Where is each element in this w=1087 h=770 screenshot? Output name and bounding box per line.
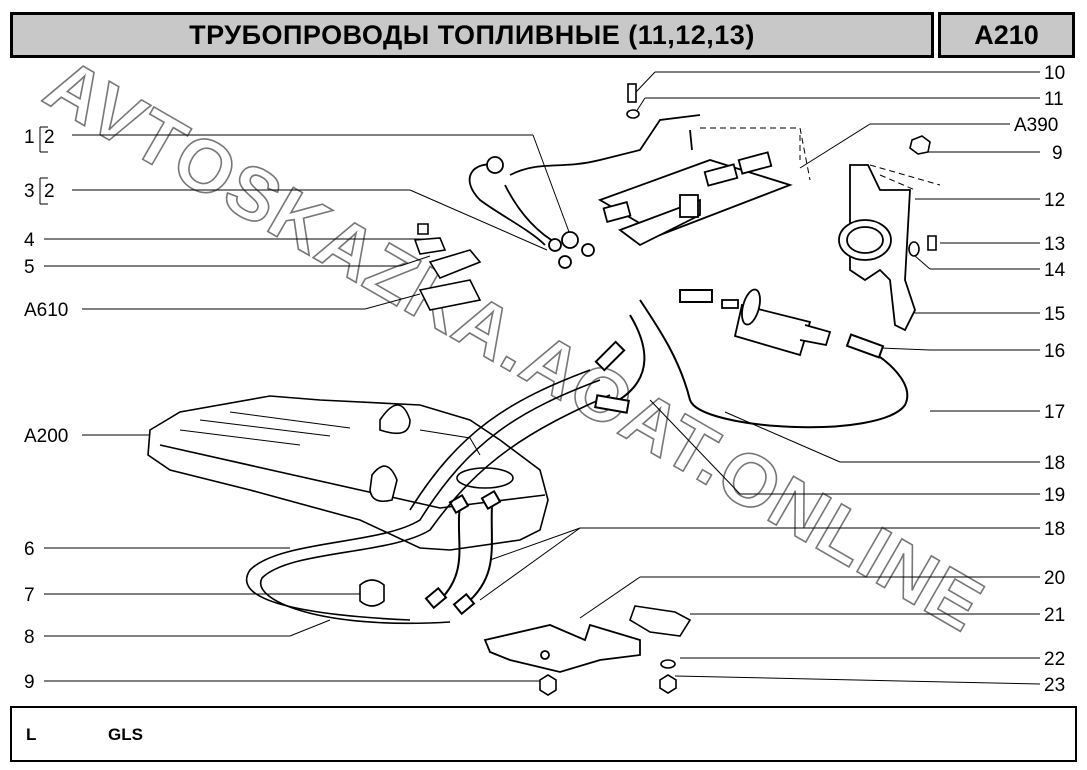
footer-table (10, 706, 1077, 762)
small-hardware (359, 83, 937, 696)
tank-hoses (424, 489, 502, 616)
callout-20: 20 (1044, 568, 1066, 589)
callout-7: 7 (24, 585, 35, 606)
callout-8: 8 (24, 627, 35, 648)
callout-21: 21 (1044, 605, 1066, 626)
callout-18-lower: 18 (1044, 519, 1066, 540)
callout-12: 12 (1044, 190, 1066, 211)
callout-23: 23 (1044, 675, 1066, 696)
filter-bracket (838, 164, 941, 332)
callout-15: 15 (1044, 304, 1066, 325)
callout-16: 16 (1044, 341, 1066, 362)
fuel-filter (721, 288, 832, 357)
callout-14: 14 (1044, 260, 1066, 281)
callout-a610: A610 (24, 300, 69, 321)
callout-19: 19 (1044, 485, 1066, 506)
long-fuel-pipes (245, 369, 611, 625)
callout-3-sub-2: 2 (44, 181, 55, 202)
callout-5: 5 (24, 257, 35, 278)
callout-18-upper: 18 (1044, 453, 1066, 474)
callout-a390: A390 (1014, 115, 1059, 136)
page-title: ТРУБОПРОВОДЫ ТОПЛИВНЫЕ (11,12,13) (10, 12, 934, 58)
callout-13: 13 (1044, 234, 1066, 255)
callout-9-left: 9 (24, 672, 35, 693)
footer-code-l: L (26, 725, 37, 744)
bottom-bracket (483, 623, 641, 673)
callout-1-sub-2: 2 (44, 127, 55, 148)
callout-6: 6 (24, 539, 35, 560)
diagram-code: A210 (938, 12, 1075, 58)
callout-22: 22 (1044, 649, 1066, 670)
callout-9-right: 9 (1052, 143, 1063, 164)
callout-10: 10 (1044, 63, 1066, 84)
fuel-tank (147, 395, 549, 551)
leader-lines-left (39, 126, 573, 682)
footer-code-gls: GLS (108, 725, 143, 744)
callout-1: 1 (24, 127, 35, 148)
fuel-rail-assembly (468, 114, 811, 269)
filter-hoses (594, 289, 909, 429)
callout-a200: A200 (24, 426, 69, 447)
callout-11: 11 (1044, 89, 1064, 110)
leader-lines-right (479, 71, 1041, 685)
callout-4: 4 (24, 230, 35, 251)
callout-17: 17 (1044, 402, 1066, 423)
callout-3: 3 (24, 181, 35, 202)
